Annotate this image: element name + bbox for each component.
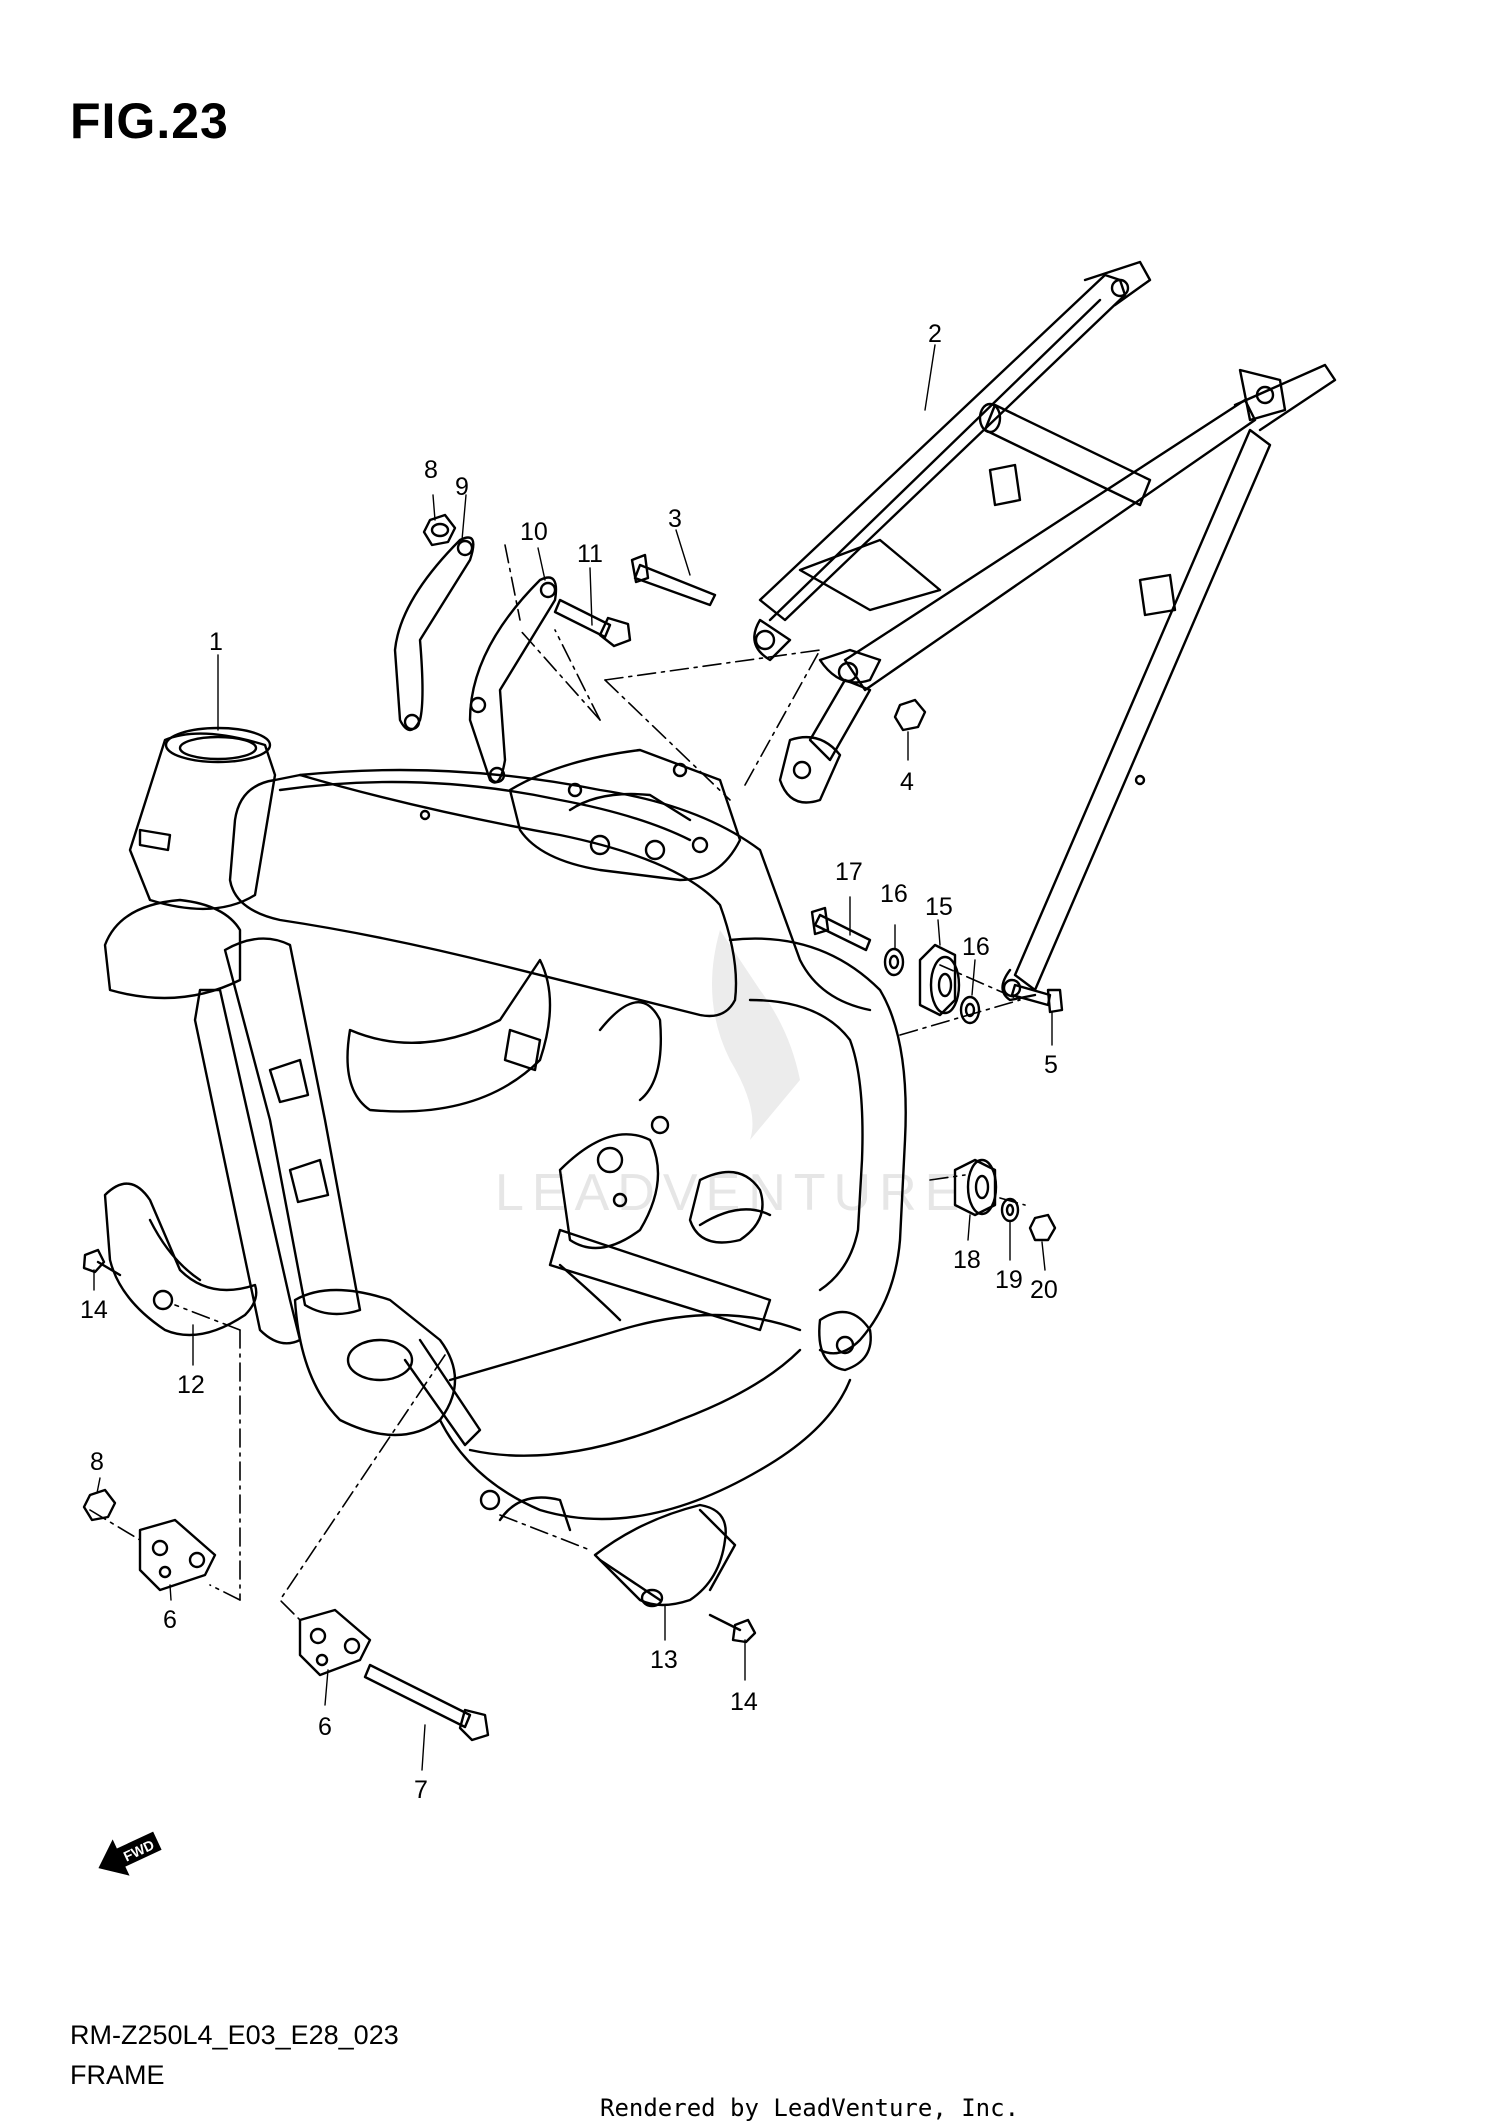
main-frame — [103, 726, 907, 1532]
callout-1: 1 — [209, 628, 223, 656]
callout-7: 7 — [414, 1776, 428, 1804]
washer-16-a — [883, 947, 905, 977]
frame-guard-13 — [593, 1503, 737, 1608]
bracket-6-left — [138, 1518, 217, 1592]
nut-4 — [893, 698, 927, 732]
nut-8-upper — [422, 513, 457, 547]
assembly-guide-lines — [89, 544, 1026, 1621]
engine-mount-bracket-10 — [468, 576, 558, 784]
callout-17: 17 — [835, 858, 863, 886]
callout-labels: 1 2 3 4 5 6 6 7 8 8 9 10 11 12 13 14 14 … — [80, 320, 1058, 1804]
callout-19: 19 — [995, 1266, 1023, 1294]
callout-11: 11 — [577, 540, 603, 568]
frame-guard-12 — [103, 1182, 258, 1337]
nut-8-lower — [82, 1488, 117, 1522]
callout-8-lower: 8 — [90, 1448, 104, 1476]
callout-9: 9 — [455, 473, 469, 501]
callout-4: 4 — [900, 768, 914, 796]
callout-18: 18 — [953, 1246, 981, 1274]
leader-lines — [93, 344, 1053, 1771]
callout-12: 12 — [177, 1371, 205, 1399]
callout-13: 13 — [650, 1646, 678, 1674]
washer-16-b — [959, 995, 981, 1025]
callout-2: 2 — [928, 320, 942, 348]
bolt-7 — [363, 1663, 490, 1742]
callout-14-left: 14 — [80, 1296, 108, 1324]
callout-8-upper: 8 — [424, 456, 438, 484]
screw-14-right — [708, 1613, 757, 1644]
bolt-3 — [630, 553, 717, 607]
engine-mount-bracket-9 — [393, 536, 475, 732]
callout-16-a: 16 — [880, 880, 908, 908]
spacer-18 — [953, 1158, 998, 1217]
bolt-11 — [553, 598, 632, 648]
callout-6-left: 6 — [163, 1606, 177, 1634]
bolt-17 — [810, 906, 872, 952]
figure-title: FIG.23 — [70, 93, 229, 149]
model-code: RM-Z250L4_E03_E28_023 — [70, 2020, 399, 2050]
bolt-5 — [1010, 983, 1064, 1014]
bracket-6-bottom — [298, 1608, 372, 1677]
callout-15: 15 — [925, 893, 953, 921]
seat-rail — [753, 260, 1337, 1002]
callout-3: 3 — [668, 505, 682, 533]
render-credit: Rendered by LeadVenture, Inc. — [600, 2094, 1020, 2122]
washer-19 — [1000, 1197, 1020, 1223]
watermark-logo-icon — [712, 930, 800, 1140]
nut-20 — [1028, 1213, 1057, 1242]
screw-14-left — [82, 1248, 122, 1277]
callout-5: 5 — [1044, 1051, 1058, 1079]
spacer-15 — [918, 943, 961, 1017]
callout-14-right: 14 — [730, 1688, 758, 1716]
fwd-arrow-icon: FWD — [98, 1831, 162, 1876]
callout-20: 20 — [1030, 1276, 1058, 1304]
callout-6-bottom: 6 — [318, 1713, 332, 1741]
callout-10: 10 — [520, 518, 548, 546]
callout-16-b: 16 — [962, 933, 990, 961]
section-name: FRAME — [70, 2060, 165, 2090]
